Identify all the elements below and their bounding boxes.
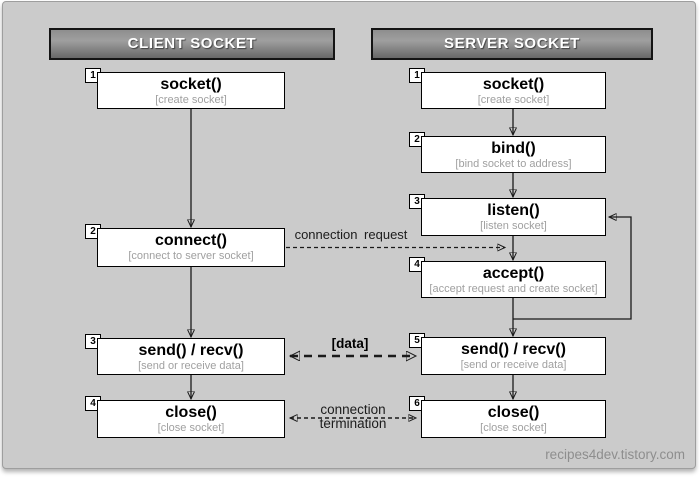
server-step-close: close() [close socket] [421,400,606,438]
connection-termination-label: connection termination [300,403,406,430]
step-title: socket() [482,76,545,93]
server-step-accept: accept() [accept request and create sock… [421,261,606,298]
step-subtitle: [close socket] [480,422,547,434]
step-subtitle: [close socket] [157,422,225,434]
step-subtitle: [create socket] [477,94,550,106]
step-title: accept() [482,265,545,282]
step-title: send() / recv() [138,342,244,359]
step-subtitle: [create socket] [155,94,227,106]
data-label: [data] [331,336,369,351]
client-step-connect: connect() [connect to server socket] [97,228,285,267]
step-subtitle: [accept request and create socket] [429,283,598,295]
client-step-close: close() [close socket] [97,400,285,438]
connection-termination-line1: connection [320,402,386,417]
step-subtitle: [bind socket to address] [455,158,572,170]
step-subtitle: [send or receive data] [460,359,567,371]
step-subtitle: [send or receive data] [138,360,244,372]
step-title: socket() [160,76,222,93]
step-subtitle: [connect to server socket] [128,250,254,262]
step-title: listen() [487,202,540,219]
step-title: close() [487,404,540,421]
server-step-listen: listen() [listen socket] [421,198,606,236]
step-title: bind() [491,140,536,157]
step-subtitle: [listen socket] [480,220,547,232]
client-step-send-recv: send() / recv() [send or receive data] [97,338,285,375]
connection-request-label: connection request [294,227,408,242]
server-step-socket: socket() [create socket] [421,72,606,109]
server-socket-header: SERVER SOCKET [371,28,653,60]
step-title: close() [165,404,217,421]
step-title: connect() [155,232,227,249]
step-title: send() / recv() [461,341,566,358]
watermark: recipes4dev.tistory.com [545,447,685,462]
client-socket-header: CLIENT SOCKET [49,28,335,60]
connection-termination-line2: termination [319,415,387,431]
client-step-socket: socket() [create socket] [97,72,285,109]
server-step-bind: bind() [bind socket to address] [421,136,606,173]
server-step-send-recv: send() / recv() [send or receive data] [421,337,606,375]
